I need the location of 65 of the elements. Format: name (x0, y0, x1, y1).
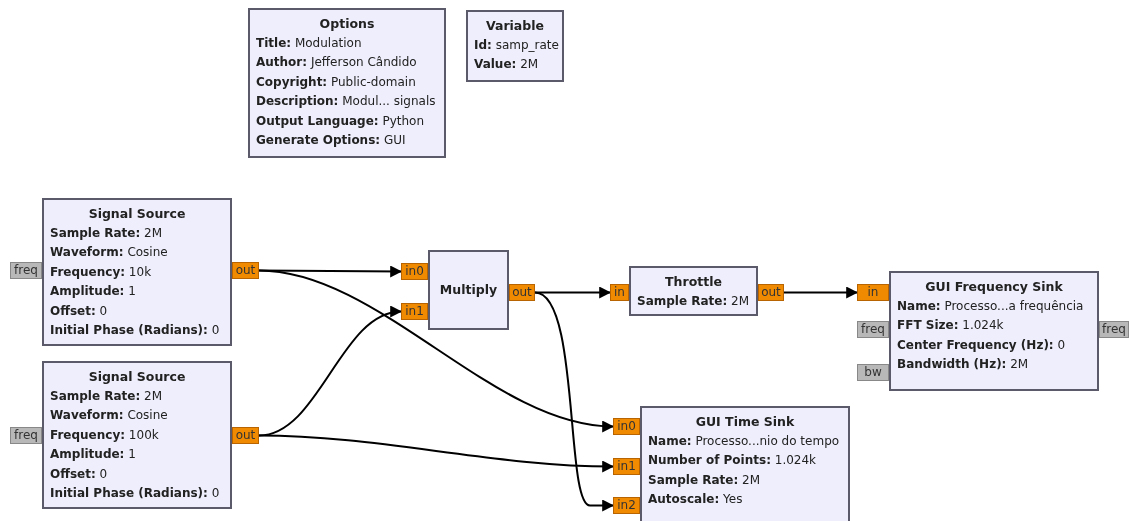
message-port: freq (10, 427, 42, 444)
parameter-text: Center Frequency (Hz): 0 (897, 336, 1067, 354)
block-box (428, 250, 509, 330)
block-title: GUI Frequency Sink (924, 278, 1064, 296)
parameter-text: Sample Rate: 2M (648, 471, 762, 489)
parameter-text: Description: Modul... signals (256, 93, 437, 110)
block-title: Signal Source (87, 368, 187, 386)
block-box (629, 266, 758, 316)
stream-port: out (232, 262, 259, 279)
block-box (248, 8, 446, 158)
parameter-text: Amplitude: 1 (50, 446, 137, 463)
stream-port: out (758, 284, 784, 301)
stream-port: out (232, 427, 259, 444)
connection-arrow (258, 434, 615, 473)
block-box (889, 271, 1099, 391)
block-box (42, 361, 232, 509)
message-port: freq (1099, 321, 1129, 338)
parameter-text: Name: Processo...nio do tempo (648, 432, 841, 450)
parameter-text: Offset: 0 (50, 465, 109, 483)
parameter-text: Number of Points: 1.024k (648, 452, 818, 469)
parameter-text: Name: Processo...a frequência (897, 297, 1085, 315)
connection-arrow (258, 269, 615, 432)
connection-arrow (783, 286, 859, 299)
parameter-text: Initial Phase (Radians): 0 (50, 485, 221, 502)
parameter-text: Waveform: Cosine (50, 244, 169, 261)
parameter-text: Frequency: 100k (50, 426, 160, 444)
block-title: GUI Time Sink (694, 413, 796, 431)
parameter-text: Initial Phase (Radians): 0 (50, 322, 221, 339)
stream-port: in1 (401, 303, 428, 320)
stream-port: in (610, 284, 629, 301)
parameter-text: Sample Rate: 2M (50, 224, 164, 242)
block-title: Signal Source (87, 205, 187, 223)
message-port: freq (10, 262, 42, 279)
parameter-text: Frequency: 10k (50, 263, 153, 281)
block-title: Options (318, 15, 376, 33)
block-title: Multiply (438, 281, 499, 300)
parameter-text: Sample Rate: 2M (637, 292, 750, 310)
parameter-text: Value: 2M (474, 56, 540, 73)
parameter-text: FFT Size: 1.024k (897, 317, 1005, 334)
connection-arrow (534, 291, 615, 512)
stream-port: in (857, 284, 889, 301)
parameter-text: Autoscale: Yes (648, 491, 744, 508)
block-box (42, 198, 232, 346)
stream-port: in0 (613, 418, 640, 435)
stream-port: out (509, 284, 535, 301)
parameter-text: Copyright: Public-domain (256, 73, 417, 91)
stream-port: in0 (401, 263, 428, 280)
parameter-text: Waveform: Cosine (50, 407, 169, 424)
stream-port: in1 (613, 458, 640, 475)
connection-arrow (258, 307, 403, 437)
stream-port: in2 (613, 497, 640, 514)
message-port: bw (857, 364, 889, 381)
parameter-text: Amplitude: 1 (50, 283, 137, 300)
block-box (640, 406, 850, 521)
parameter-text: Output Language: Python (256, 112, 425, 130)
parameter-text: Title: Modulation (256, 34, 363, 52)
parameter-text: Sample Rate: 2M (50, 387, 164, 405)
block-title: Variable (485, 17, 545, 35)
parameter-text: Bandwidth (Hz): 2M (897, 356, 1030, 373)
block-box (466, 10, 564, 82)
message-port: freq (857, 321, 889, 338)
parameter-text: Generate Options: GUI (256, 132, 407, 149)
parameter-text: Author: Jefferson Cândido (256, 54, 418, 71)
parameter-text: Offset: 0 (50, 302, 109, 320)
block-title: Throttle (664, 273, 723, 291)
